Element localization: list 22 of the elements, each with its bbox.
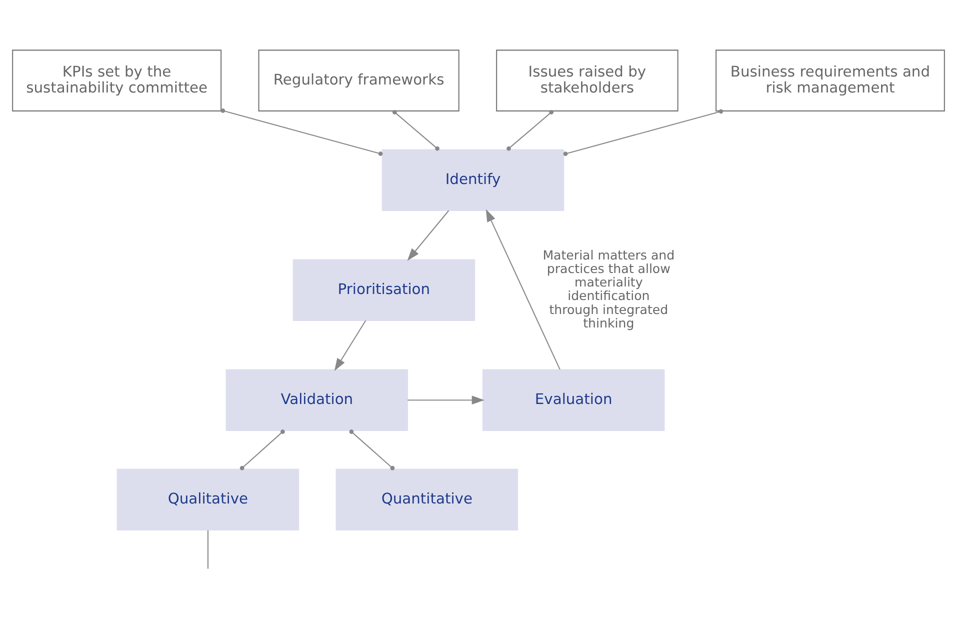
node-box: Prioritisation bbox=[292, 258, 476, 320]
node-box: Evaluation bbox=[482, 368, 665, 430]
node-box: Quantitative bbox=[336, 468, 518, 530]
connector bbox=[240, 429, 285, 470]
arrow bbox=[408, 395, 484, 404]
connector bbox=[349, 429, 395, 470]
node-box: Validation bbox=[226, 368, 408, 430]
node-box: Qualitative bbox=[116, 468, 300, 530]
edge-label: Material matters and practices that allow materiality identification through integrated thinking bbox=[542, 246, 675, 330]
connector bbox=[207, 530, 208, 568]
node-box: Business requirements and risk management bbox=[716, 49, 945, 111]
arrow bbox=[407, 210, 450, 260]
connector bbox=[506, 110, 554, 150]
node-box: Regulatory frameworks bbox=[258, 49, 460, 111]
node-box: Identify bbox=[382, 148, 564, 210]
node-box: Issues raised by stakeholders bbox=[496, 49, 678, 111]
connector bbox=[220, 108, 383, 156]
connector bbox=[392, 110, 440, 150]
arrow bbox=[334, 320, 366, 370]
node-box: KPIs set by the sustainability committee bbox=[12, 49, 222, 111]
connector bbox=[563, 108, 724, 156]
arrow bbox=[486, 208, 560, 370]
